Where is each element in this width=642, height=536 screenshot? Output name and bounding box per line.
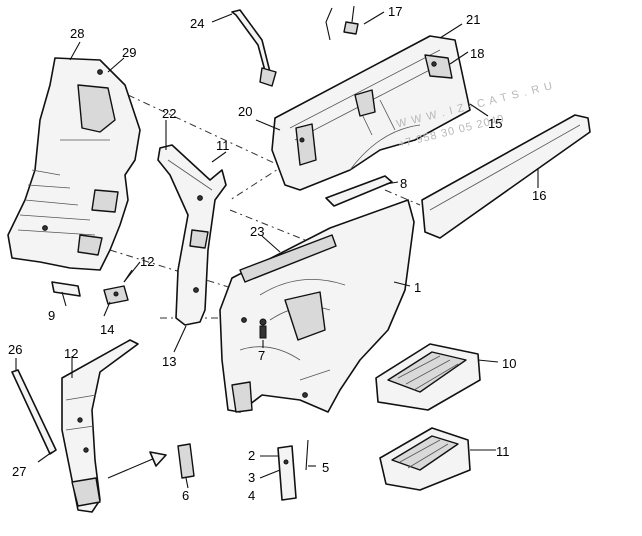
part-17-trim-strip <box>421 114 591 239</box>
callout-label: 11 <box>216 138 230 153</box>
part-1-wheel-arch-panel <box>219 199 415 413</box>
callout-label: 27 <box>12 464 26 479</box>
callout-label: 11 <box>496 444 510 459</box>
callout-label: 22 <box>162 106 176 121</box>
part-26-strap <box>231 9 277 87</box>
callout-label: 8 <box>400 176 407 191</box>
callout-label: 7 <box>258 348 265 363</box>
callout-label: 1 <box>414 280 421 295</box>
callout-label: 5 <box>322 460 329 475</box>
leader-lines <box>15 11 539 489</box>
callout-label: 20 <box>238 104 252 119</box>
callout-label: 28 <box>70 26 84 41</box>
callout-label: 21 <box>466 12 480 27</box>
callout-label: 16 <box>532 188 546 203</box>
callout-label: 17 <box>388 4 402 19</box>
callout-label: 26 <box>8 342 22 357</box>
callout-label: 15 <box>488 116 502 131</box>
callout-label: 29 <box>122 45 136 60</box>
callout-label: 6 <box>182 488 189 503</box>
callout-label: 23 <box>250 224 264 239</box>
part-29-arch-liner <box>7 57 141 271</box>
callout-label: 3 <box>248 470 255 485</box>
part-12-bracket <box>61 339 139 513</box>
callout-label: 18 <box>470 46 484 61</box>
part-13-bracket <box>157 144 227 326</box>
callout-label: 13 <box>162 354 176 369</box>
direction-arrow <box>107 451 167 479</box>
callout-label: 12 <box>140 254 154 269</box>
part-10-step-tray <box>375 343 481 411</box>
callout-label: 24 <box>190 16 204 31</box>
part-9-clip <box>51 281 81 297</box>
part-27-rod <box>11 369 57 455</box>
callout-label: 12 <box>64 346 78 361</box>
part-23-side-panel <box>271 35 471 191</box>
part-20-bracket <box>325 5 359 41</box>
callout-label: 14 <box>100 322 114 337</box>
part-8-strip <box>325 175 393 207</box>
callout-labels: 28 29 24 17 21 18 15 20 16 8 11 22 23 1 … <box>8 4 546 503</box>
part-15-bracket <box>103 269 133 305</box>
part-11-step-tray <box>379 427 471 491</box>
callout-label: 9 <box>48 308 55 323</box>
part-7-screw <box>259 318 267 339</box>
part-6-clip <box>177 443 195 479</box>
part-2-hardware <box>277 439 309 501</box>
callout-label: 4 <box>248 488 255 503</box>
callout-label: 10 <box>502 356 516 371</box>
callout-label: 2 <box>248 448 255 463</box>
